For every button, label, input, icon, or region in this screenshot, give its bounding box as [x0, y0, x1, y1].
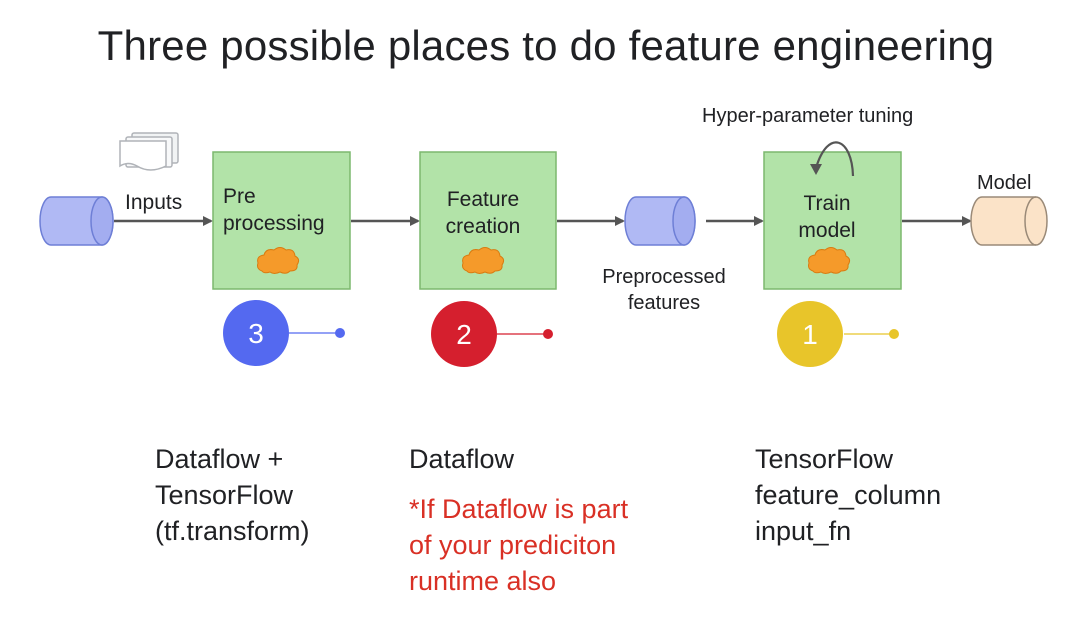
- slide-title: Three possible places to do feature engi…: [97, 22, 995, 69]
- inputs-label: Inputs: [125, 191, 183, 214]
- marker-2-number: 2: [456, 319, 472, 350]
- corner-mark: 3: [8, 176, 16, 192]
- tool-list-train-model: TensorFlow feature_column input_fn: [755, 444, 942, 546]
- model-cylinder-icon: [970, 196, 1048, 246]
- marker-3: 3: [223, 300, 345, 366]
- train-model-box-label: Train model: [798, 192, 856, 242]
- dataflow-runtime-note: *If Dataflow is part of your prediciton …: [409, 494, 629, 596]
- tool-list-feature-creation: Dataflow: [409, 444, 515, 474]
- marker-2: 2: [431, 301, 553, 367]
- cloud-icon: [808, 247, 851, 274]
- input-cylinder-icon: [39, 196, 114, 246]
- features-cylinder-icon: [624, 196, 696, 246]
- marker-1: 1: [777, 301, 899, 367]
- preprocessing-box-label: Pre processing: [223, 185, 325, 235]
- feature-creation-box-label: Feature creation: [445, 188, 521, 238]
- documents-icon: [119, 132, 179, 171]
- hyperparameter-label: Hyper-parameter tuning: [702, 105, 914, 127]
- marker-3-number: 3: [248, 318, 264, 349]
- hyperparameter-loop-arrow: [814, 141, 855, 177]
- marker-1-number: 1: [802, 319, 818, 350]
- cloud-icon: [257, 247, 300, 274]
- tool-list-preprocessing: Dataflow + TensorFlow (tf.transform): [155, 444, 310, 546]
- cloud-icon: [462, 247, 505, 274]
- model-label: Model: [977, 172, 1032, 194]
- loop-arrowhead-icon: [810, 164, 822, 175]
- preprocessed-features-label: Preprocessed features: [602, 266, 726, 314]
